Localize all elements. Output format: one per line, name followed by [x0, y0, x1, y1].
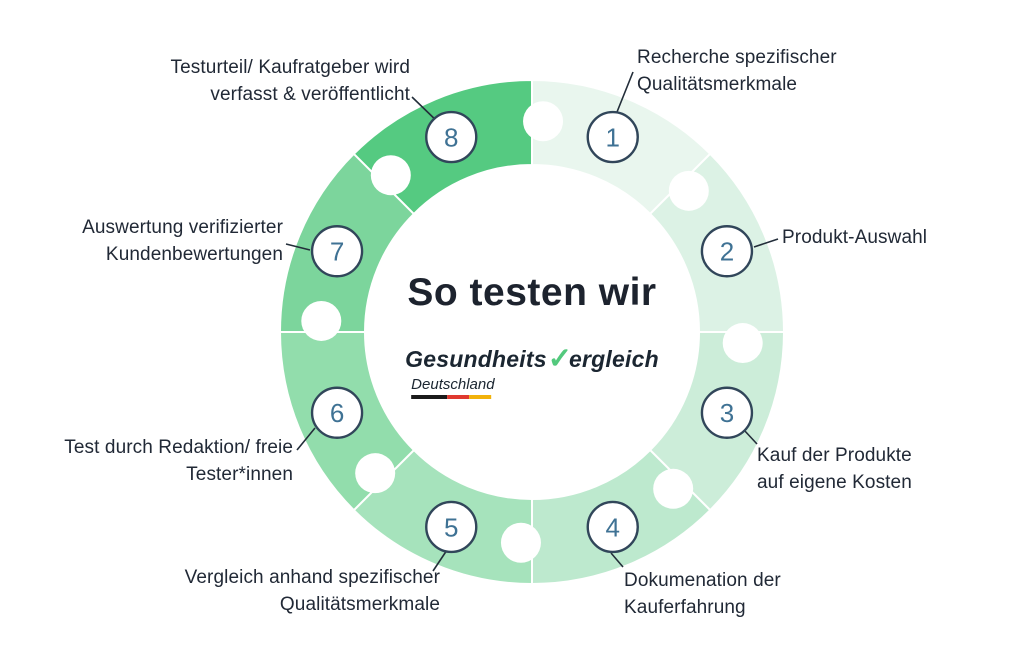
step-circle-6 — [310, 386, 364, 439]
step-circle-5 — [425, 500, 478, 554]
connector-line-6 — [296, 427, 316, 451]
step-number-4: 4 — [606, 512, 620, 542]
step-circle-3 — [700, 386, 754, 439]
step-label-4: Dokumenation der Kauferfahrung — [624, 570, 781, 618]
step-circle-4 — [586, 500, 639, 554]
logo-text-part1: Gesundheits — [405, 346, 547, 372]
step-number-8: 8 — [444, 122, 458, 152]
flag-red-segment — [447, 395, 469, 399]
connector-line-7 — [285, 243, 311, 251]
step-label-7: Auswertung verifizierter Kundenbewertung… — [82, 217, 283, 265]
diagram-title: So testen wir — [407, 271, 657, 314]
brand-logo: Gesundheits ✓ ergleich Deutschland — [405, 340, 659, 399]
segment-notch-3 — [722, 323, 763, 364]
connector-line-4 — [610, 552, 624, 568]
segment-notch-5 — [500, 522, 541, 563]
segment-notch-2 — [668, 170, 709, 211]
step-label-6: Test durch Redaktion/ freie Tester*innen — [64, 437, 293, 485]
step-number-3: 3 — [720, 398, 734, 428]
step-label-1: Recherche spezifischer Qualitätsmerkmale — [637, 47, 837, 95]
step-circle-7 — [310, 225, 364, 278]
flag-gold-segment — [468, 395, 492, 399]
step-number-2: 2 — [720, 237, 734, 267]
logo-wordmark: Gesundheits ✓ ergleich — [405, 340, 659, 375]
segment-notch-8 — [370, 155, 411, 196]
step-number-1: 1 — [606, 122, 620, 152]
segment-notch-6 — [355, 453, 396, 494]
segment-notch-4 — [653, 468, 694, 509]
step-number-5: 5 — [444, 512, 458, 542]
connector-line-3 — [743, 429, 758, 445]
step-number-6: 6 — [330, 398, 344, 428]
logo-check-icon: ✓ — [547, 343, 573, 375]
step-number-7: 7 — [330, 237, 344, 267]
logo-text-part2: ergleich — [569, 346, 659, 372]
connector-line-1 — [616, 71, 634, 113]
step-circle-8 — [425, 110, 478, 164]
step-label-5: Vergleich anhand spezifischer Qualitätsm… — [184, 567, 440, 615]
german-flag-underline — [411, 395, 492, 399]
logo-subtitle: Deutschland — [411, 376, 495, 393]
connector-line-2 — [753, 238, 779, 248]
flag-black-segment — [411, 395, 448, 399]
segment-notch-7 — [301, 300, 342, 341]
step-label-8: Testurteil/ Kaufratgeber wird verfasst &… — [170, 57, 410, 105]
step-circle-1 — [586, 110, 639, 164]
segment-notch-1 — [523, 101, 564, 142]
step-circle-2 — [700, 225, 754, 278]
connector-line-5 — [432, 549, 448, 572]
step-label-2: Produkt-Auswahl — [782, 227, 928, 248]
step-label-3: Kauf der Produkte auf eigene Kosten — [757, 445, 912, 493]
